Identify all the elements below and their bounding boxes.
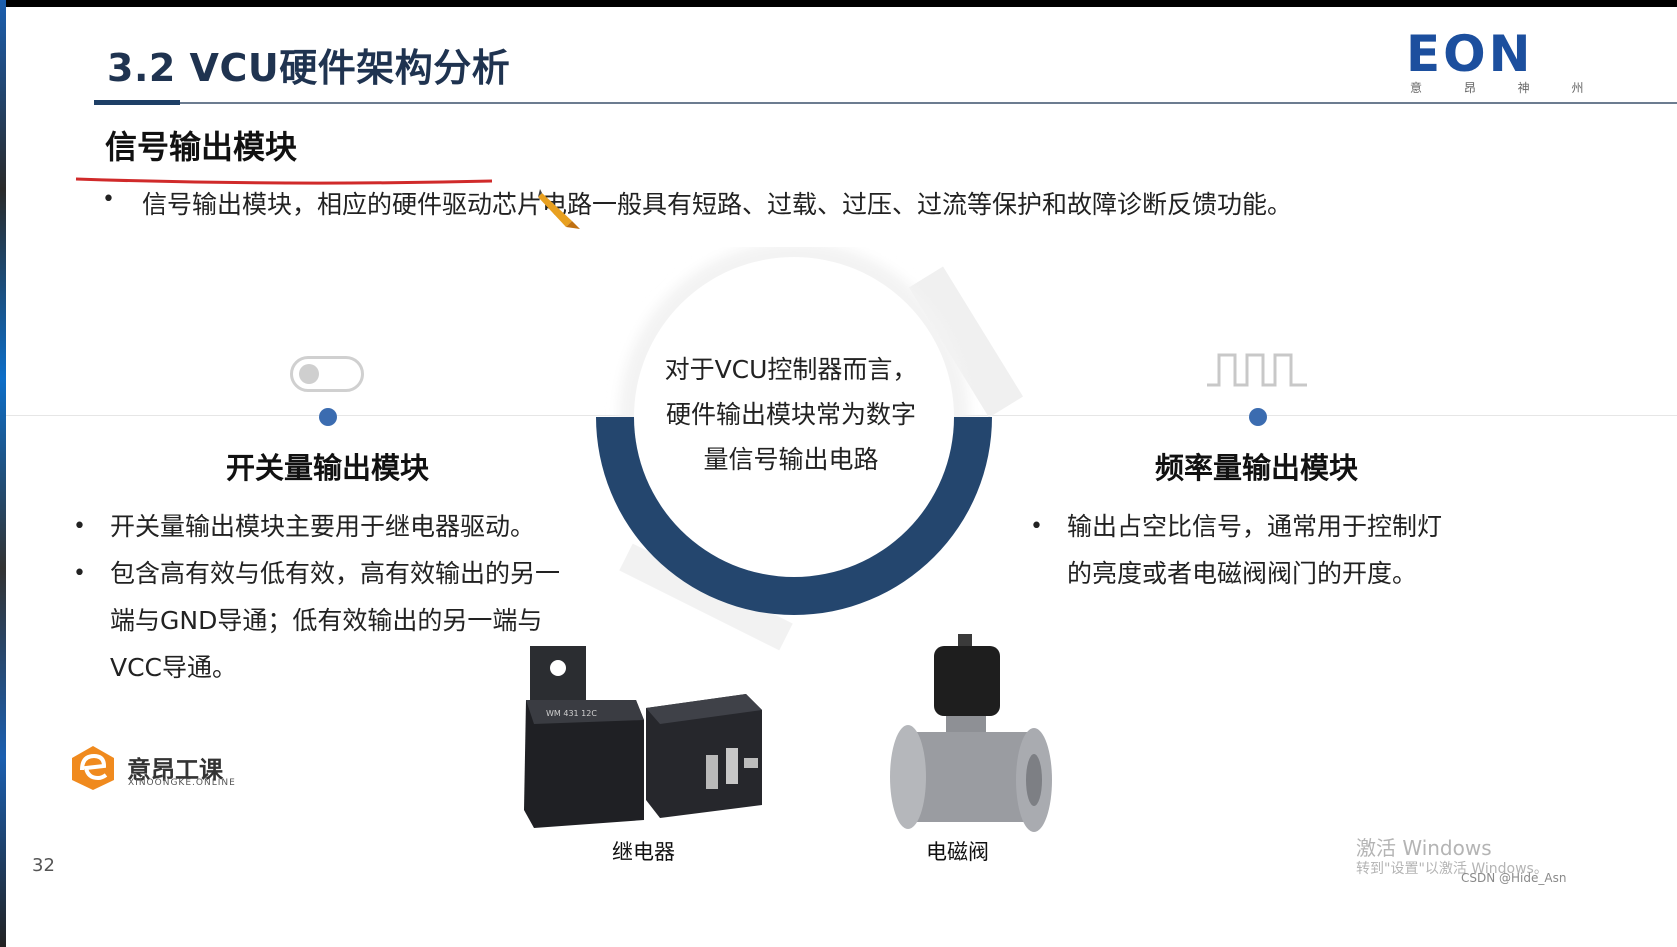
switch-bullet-2-line-3: VCC导通。 (110, 653, 238, 682)
red-pen-underline (75, 177, 493, 185)
switch-module-title: 开关量输出模块 (226, 451, 430, 485)
svg-text:WM 431 12C: WM 431 12C (546, 709, 597, 718)
frequency-bullet-1-line-2: 的亮度或者电磁阀阀门的开度。 (1067, 559, 1418, 588)
switch-bullet-1: 开关量输出模块主要用于继电器驱动。 (110, 512, 536, 541)
brand-e-icon (72, 746, 114, 790)
solenoid-valve-image (890, 634, 1052, 832)
pen-cursor-icon (538, 189, 580, 229)
valve-caption: 电磁阀 (926, 840, 989, 864)
toggle-switch-icon (290, 356, 364, 392)
center-line-1: 对于VCU控制器而言， (664, 355, 918, 384)
desktop-left-edge (0, 0, 6, 947)
bullet-marker: • (73, 514, 86, 539)
timeline-node-left (319, 408, 337, 426)
csdn-credit: CSDN @Hide_Asn (1461, 871, 1567, 885)
background-watermark (619, 266, 1024, 651)
center-ring (596, 247, 992, 615)
title-divider-accent (94, 100, 180, 105)
center-description: 对于VCU控制器而言， 硬件输出模块常为数字 量信号输出电路 (641, 347, 941, 482)
logo-subtitle: 意 昂 神 州 (1410, 81, 1603, 95)
page-number: 32 (32, 855, 55, 876)
bullet-marker: • (73, 561, 86, 586)
brand-url: XINOONGKE.ONLINE (128, 778, 236, 788)
logo-word: EON (1406, 25, 1534, 83)
frequency-bullet-1: 输出占空比信号，通常用于控制灯 的亮度或者电磁阀阀门的开度。 (1067, 503, 1442, 597)
bullet-marker: • (102, 187, 115, 212)
bullet-marker: • (1030, 514, 1043, 539)
brand-name: 意昂工课 (127, 756, 223, 784)
frequency-module-title: 频率量输出模块 (1155, 451, 1359, 485)
title-divider (94, 102, 1677, 104)
relay-image: WM 431 12C (524, 646, 762, 828)
frequency-bullet-1-line-1: 输出占空比信号，通常用于控制灯 (1067, 512, 1443, 541)
presentation-slide: 3.2 VCU硬件架构分析 EON 意 昂 神 州 信号输出模块 • 信号输出模… (6, 7, 1677, 947)
windows-activation-hint: 转到"设置"以激活 Windows。 (1356, 861, 1548, 877)
slide-title: 3.2 VCU硬件架构分析 (107, 46, 511, 90)
center-line-3: 量信号输出电路 (703, 445, 879, 474)
timeline-node-right (1249, 408, 1267, 426)
switch-bullet-2: 包含高有效与低有效，高有效输出的另一 端与GND导通；低有效输出的另一端与 VC… (110, 550, 560, 691)
brand-logo: 意昂工课 XINOONGKE.ONLINE (70, 744, 235, 796)
switch-bullet-2-line-2: 端与GND导通；低有效输出的另一端与 (110, 606, 543, 635)
center-line-2: 硬件输出模块常为数字 (665, 400, 916, 429)
intro-bullet: 信号输出模块，相应的硬件驱动芯片电路一般具有短路、过载、过压、过流等保护和故障诊… (142, 190, 1293, 219)
relay-caption: 继电器 (612, 840, 675, 864)
eon-logo: EON 意 昂 神 州 (1406, 25, 1583, 97)
switch-bullet-2-line-1: 包含高有效与低有效，高有效输出的另一 (110, 559, 561, 588)
section-title: 信号输出模块 (105, 128, 298, 166)
pulse-wave-icon (1207, 353, 1307, 387)
toggle-knob (299, 364, 319, 384)
windows-activation-title: 激活 Windows (1356, 836, 1492, 860)
